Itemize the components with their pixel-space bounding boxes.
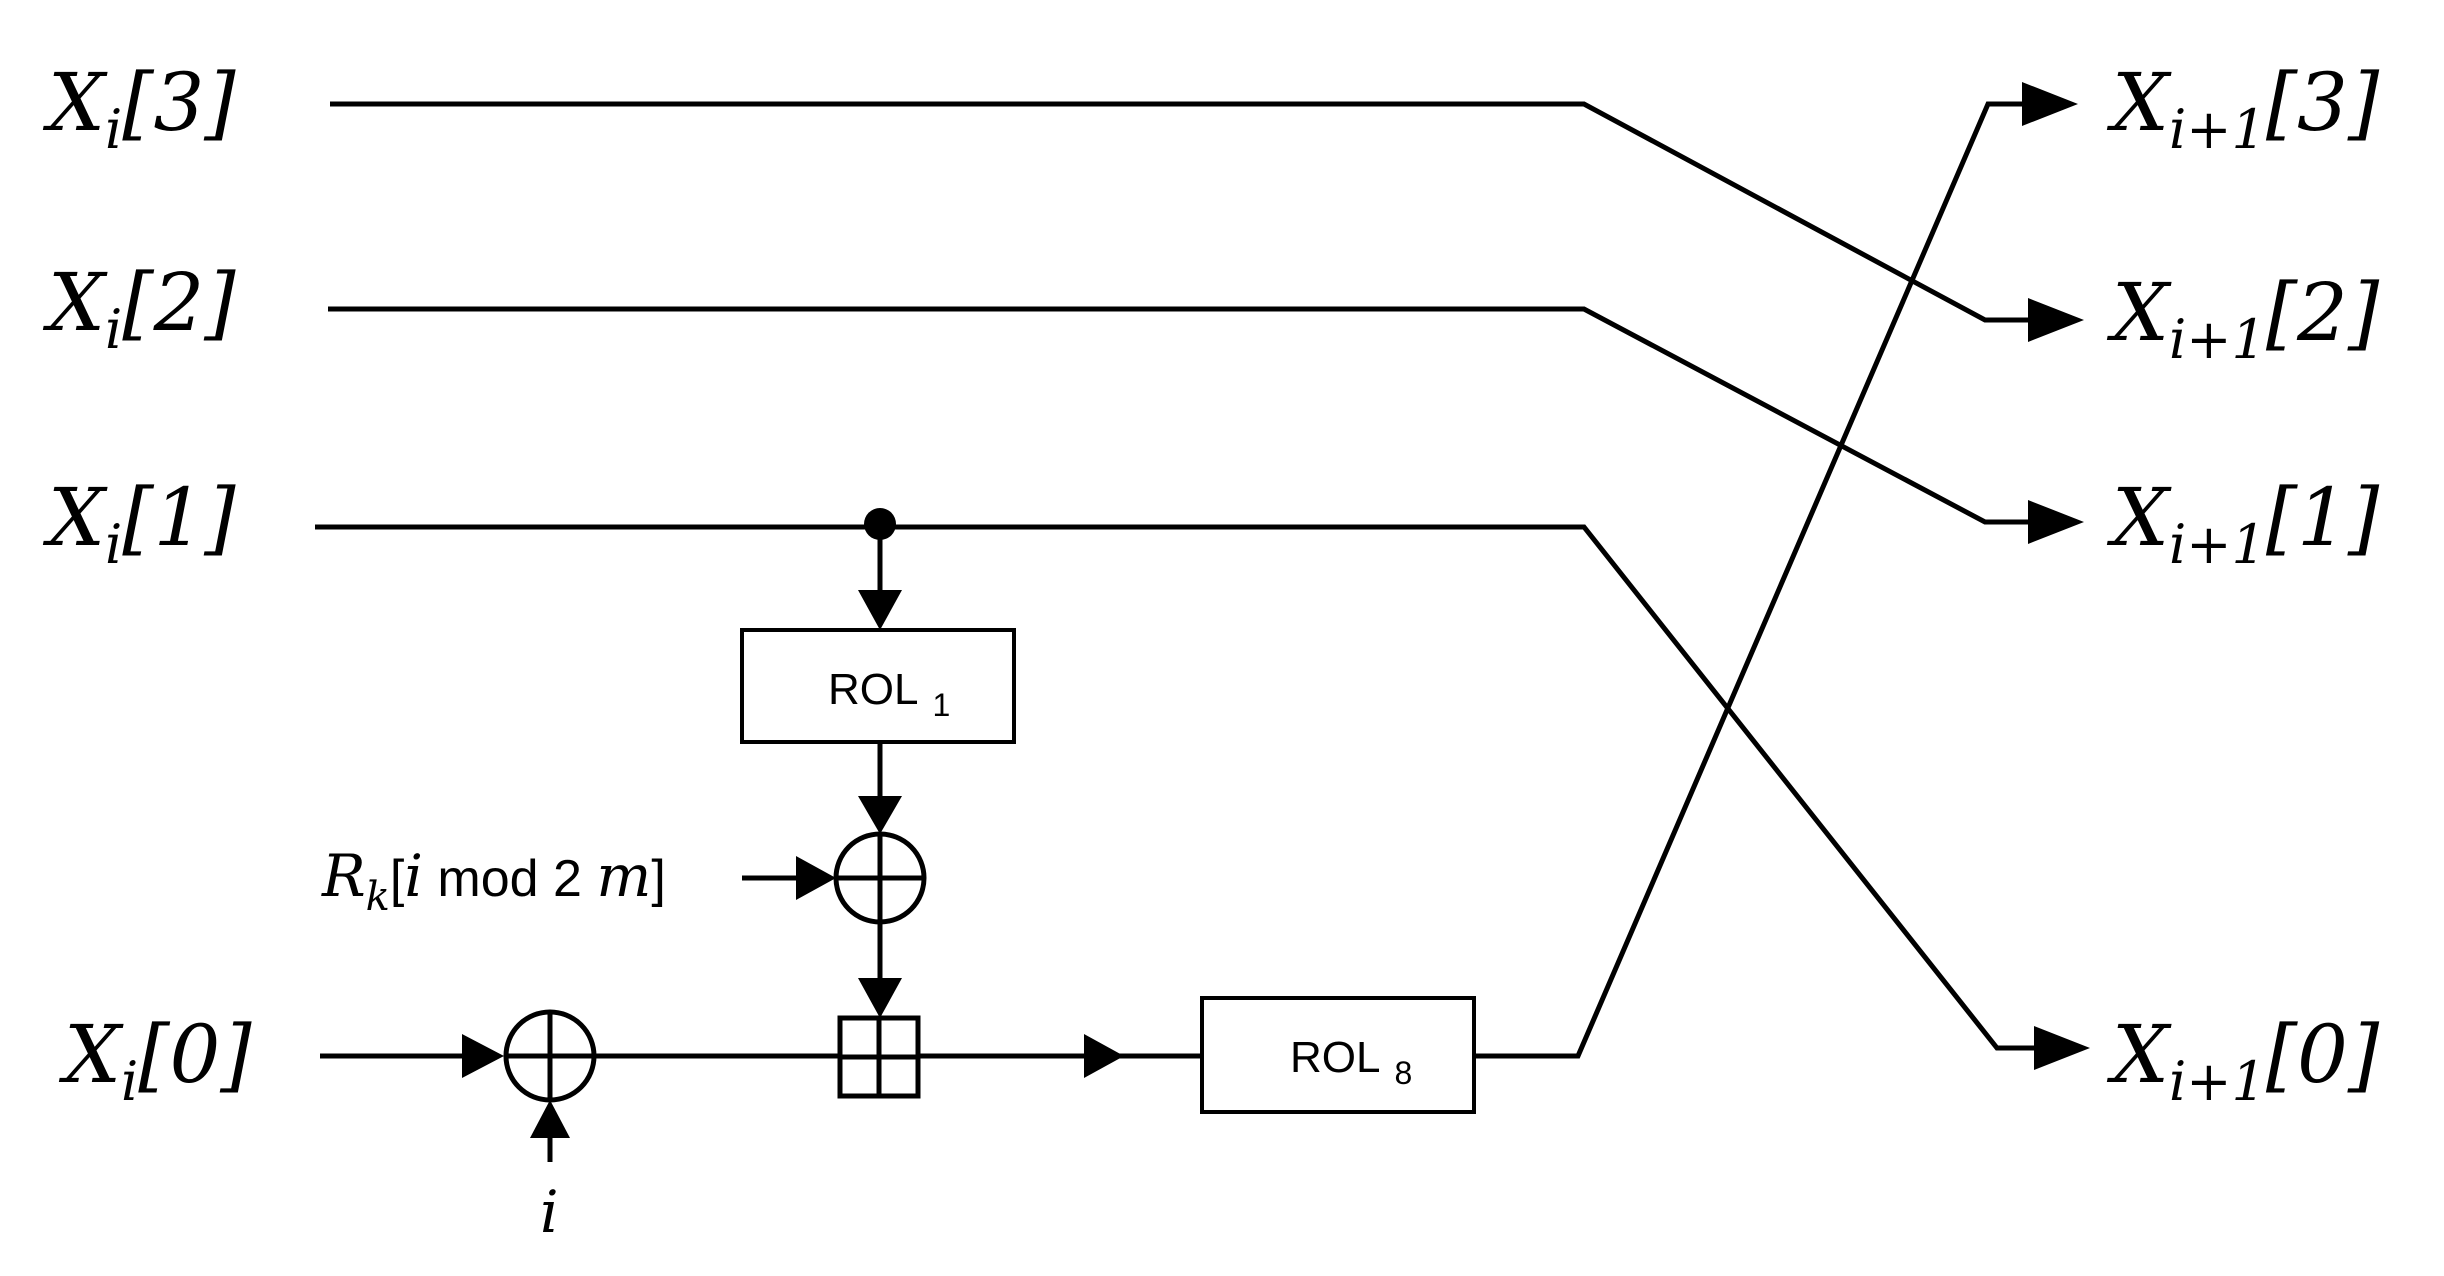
input-label-x1: Xi[1]	[42, 471, 236, 576]
wire-x2-to-out1	[328, 306, 2028, 525]
arrowhead-key	[796, 856, 836, 900]
arrowhead-rol1-in	[858, 590, 902, 630]
output-label-x3: Xi+1[3]	[2106, 56, 2380, 161]
input-label-x3: Xi[3]	[42, 56, 236, 161]
output-label-x2: Xi+1[2]	[2106, 266, 2380, 371]
arrowhead-out0	[2034, 1026, 2090, 1070]
arrowhead-xor-top	[858, 796, 902, 834]
counter-label: i	[540, 1178, 559, 1246]
round-key-label: Rk[i mod 2 m]	[321, 842, 666, 920]
output-label-x0: Xi+1[0]	[2106, 1008, 2380, 1113]
arrowhead-rol8-mid	[1084, 1034, 1124, 1078]
wire-rol8-to-out3	[1474, 101, 2022, 1059]
arrowhead-counter	[530, 1100, 570, 1138]
modular-add	[837, 1015, 921, 1099]
wire-x3-to-out2	[330, 101, 2028, 323]
input-label-x0: Xi[0]	[58, 1008, 252, 1113]
rol1-box	[740, 628, 1016, 744]
xor-counter	[503, 1009, 597, 1103]
xor-key	[833, 831, 927, 925]
output-label-x1: Xi+1[1]	[2106, 471, 2380, 576]
arrowhead-add-top	[858, 978, 902, 1018]
arrowhead-out2	[2028, 298, 2084, 342]
arrowhead-out1	[2028, 500, 2084, 544]
arrowhead-xor-counter-in	[462, 1034, 504, 1078]
rol8-box	[1200, 996, 1476, 1114]
arrowhead-out3	[2022, 82, 2078, 126]
wire-x1-to-out0	[315, 524, 2034, 1051]
input-label-x2: Xi[2]	[42, 256, 236, 361]
